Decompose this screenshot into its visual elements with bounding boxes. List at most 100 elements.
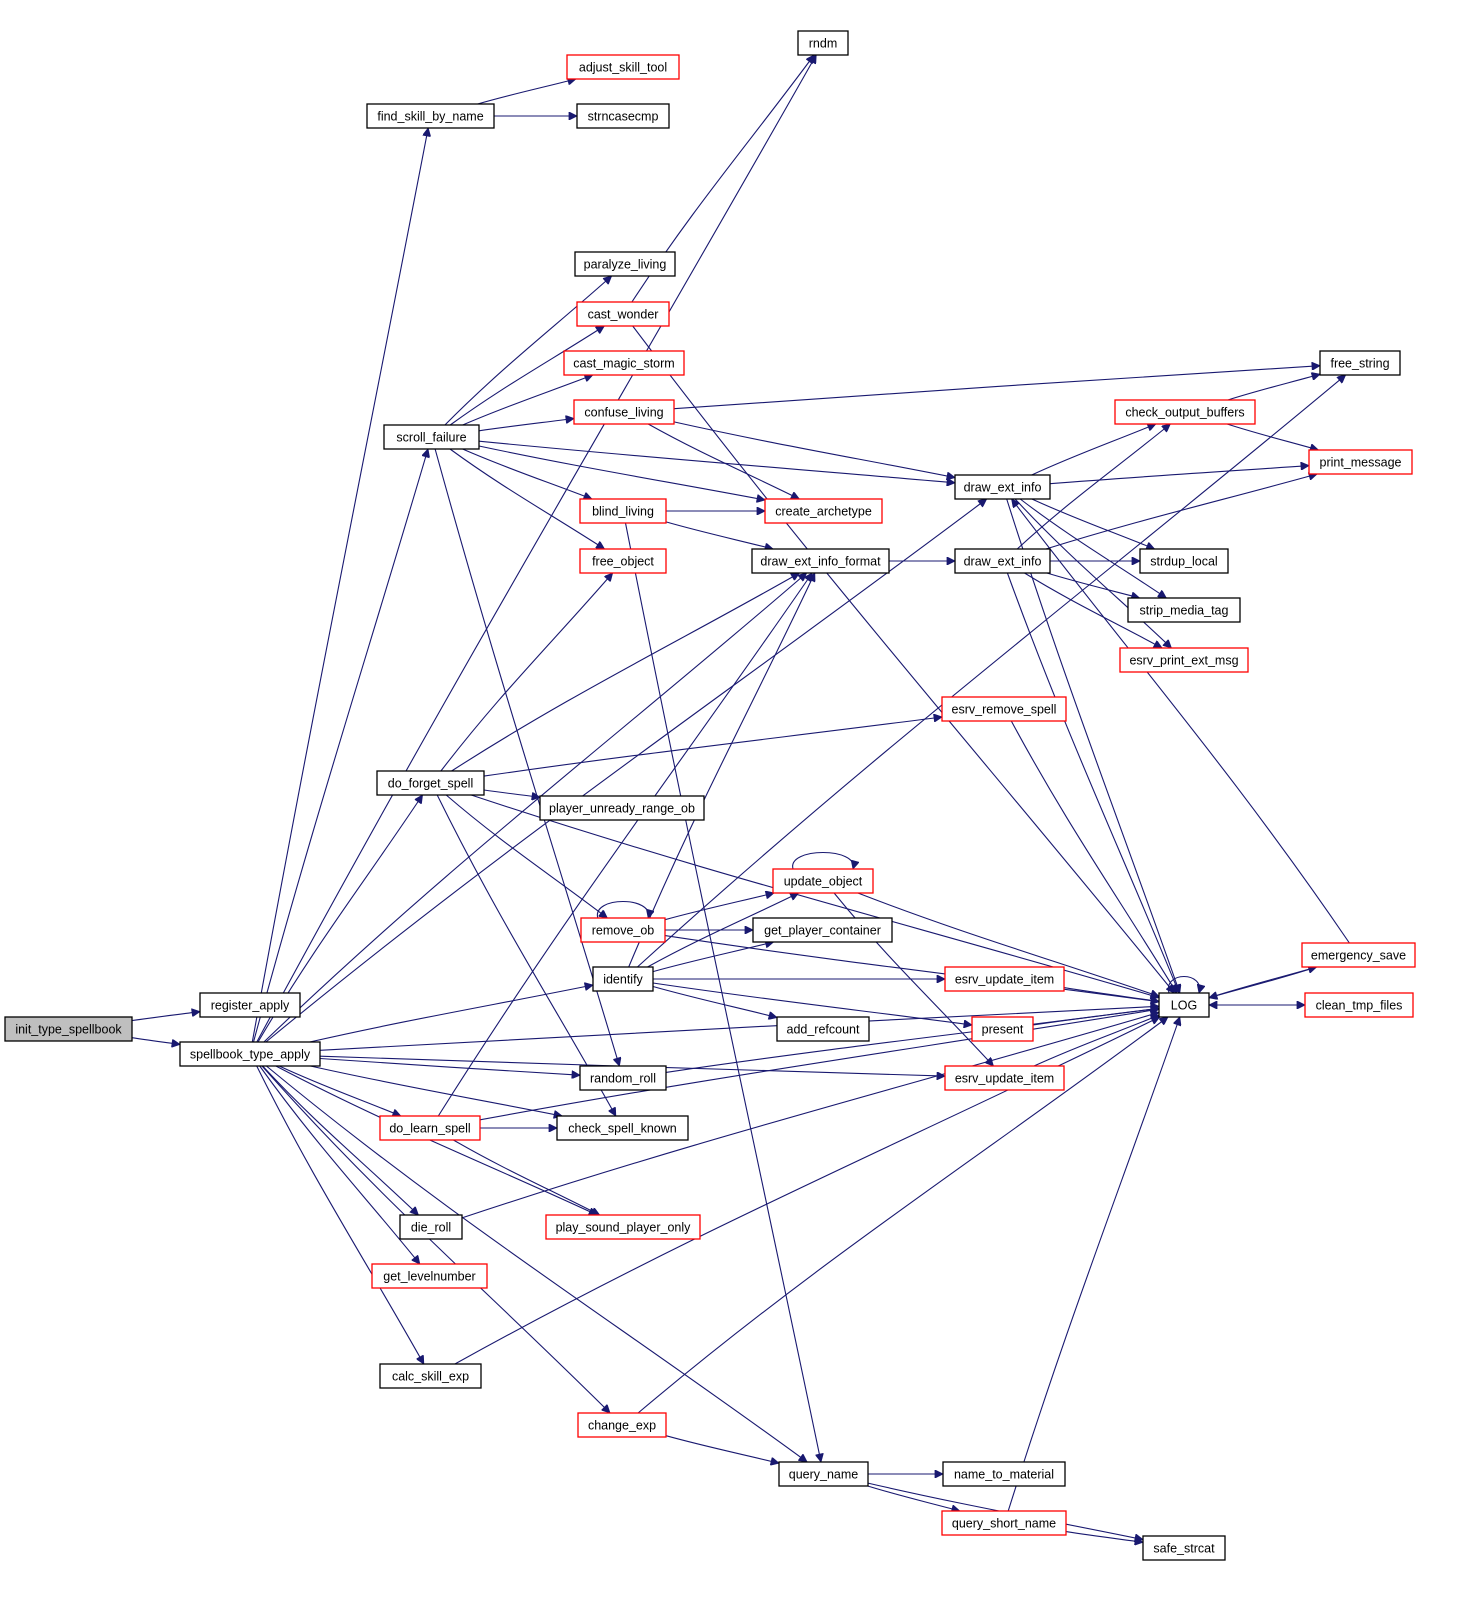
node-label: LOG	[1171, 999, 1197, 1013]
node-box	[954, 548, 1051, 574]
node-box	[941, 696, 1067, 722]
node-add-refcount[interactable]: add_refcount	[776, 1016, 870, 1042]
node-label: confuse_living	[584, 406, 663, 420]
node-do-learn-spell[interactable]: do_learn_spell	[379, 1115, 481, 1141]
node-calc-skill-exp[interactable]: calc_skill_exp	[379, 1363, 482, 1389]
edge-identify-to-get-player-container	[652, 942, 774, 973]
edge-do-forget-spell-to-remove-ob	[445, 794, 607, 918]
node-do-forget-spell[interactable]: do_forget_spell	[376, 770, 485, 796]
edge-scroll-failure-to-blind-living	[462, 448, 592, 499]
node-label: esrv_remove_spell	[952, 703, 1057, 717]
edge-esrv-update-item-a-to-LOG	[1063, 987, 1159, 1002]
node-box	[941, 1510, 1067, 1536]
node-spellbook-type-apply[interactable]: spellbook_type_apply	[179, 1041, 321, 1067]
node-esrv-update-item-a[interactable]: esrv_update_item	[944, 966, 1065, 992]
edge-spellbook-type-apply-to-scroll-failure	[252, 449, 429, 1043]
node-label: strdup_local	[1150, 555, 1217, 569]
node-esrv-print-ext-msg[interactable]: esrv_print_ext_msg	[1119, 647, 1249, 673]
node-label: remove_ob	[592, 924, 655, 938]
node-esrv-update-item-b[interactable]: esrv_update_item	[944, 1065, 1065, 1091]
node-adjust-skill-tool[interactable]: adjust_skill_tool	[566, 54, 680, 80]
node-free-object[interactable]: free_object	[579, 548, 667, 574]
edge-draw-ext-info-a-to-esrv-print-ext-msg	[1014, 498, 1171, 648]
edge-query-name-to-query-short-name	[867, 1485, 960, 1511]
node-get-levelnumber[interactable]: get_levelnumber	[371, 1263, 488, 1289]
node-label: draw_ext_info	[964, 555, 1042, 569]
node-print-message[interactable]: print_message	[1308, 449, 1413, 475]
edge-change-exp-to-LOG	[637, 1017, 1168, 1414]
node-draw-ext-info-format[interactable]: draw_ext_info_format	[751, 548, 890, 574]
node-label: init_type_spellbook	[15, 1023, 122, 1037]
node-scroll-failure[interactable]: scroll_failure	[383, 424, 480, 450]
node-label: emergency_save	[1311, 949, 1406, 963]
node-play-sound-player-only[interactable]: play_sound_player_only	[545, 1214, 701, 1240]
node-box	[954, 474, 1051, 500]
node-player-unready-range-ob[interactable]: player_unready_range_ob	[539, 795, 705, 821]
node-get-player-container[interactable]: get_player_container	[752, 917, 893, 943]
node-free-string[interactable]: free_string	[1319, 350, 1401, 376]
node-box	[579, 498, 667, 524]
edge-change-exp-to-query-name	[665, 1435, 779, 1464]
node-label: query_short_name	[952, 1517, 1056, 1531]
node-box	[778, 1461, 869, 1487]
edge-update-object-to-LOG	[857, 892, 1159, 996]
node-box	[772, 868, 874, 894]
node-box	[383, 424, 480, 450]
edge-identify-to-draw-ext-info-format	[628, 573, 815, 968]
node-create-archetype[interactable]: create_archetype	[764, 498, 883, 524]
node-rndm[interactable]: rndm	[797, 30, 849, 56]
edge-emergency-save-to-draw-ext-info-a	[1012, 499, 1350, 944]
edge-query-short-name-to-LOG	[1007, 1017, 1180, 1512]
node-present[interactable]: present	[971, 1016, 1034, 1042]
edge-remove-ob-to-remove-ob	[597, 901, 648, 919]
node-emergency-save[interactable]: emergency_save	[1301, 942, 1416, 968]
node-die-roll[interactable]: die_roll	[399, 1214, 463, 1240]
node-check-output-buffers[interactable]: check_output_buffers	[1114, 399, 1256, 425]
node-box	[539, 795, 705, 821]
node-cast-magic-storm[interactable]: cast_magic_storm	[563, 350, 685, 376]
node-identify[interactable]: identify	[592, 966, 654, 992]
node-box	[366, 103, 495, 129]
node-LOG[interactable]: LOG	[1158, 992, 1210, 1018]
node-box	[1319, 350, 1401, 376]
node-register-apply[interactable]: register_apply	[199, 992, 301, 1018]
node-label: play_sound_player_only	[556, 1221, 692, 1235]
node-draw-ext-info-a[interactable]: draw_ext_info	[954, 474, 1051, 500]
node-label: identify	[603, 973, 643, 987]
node-box	[566, 54, 680, 80]
node-remove-ob[interactable]: remove_ob	[580, 917, 666, 943]
node-cast-wonder[interactable]: cast_wonder	[576, 301, 670, 327]
node-label: print_message	[1320, 456, 1402, 470]
node-draw-ext-info-b[interactable]: draw_ext_info	[954, 548, 1051, 574]
node-clean-tmp-files[interactable]: clean_tmp_files	[1304, 992, 1414, 1018]
node-name-to-material[interactable]: name_to_material	[942, 1461, 1066, 1487]
node-label: draw_ext_info	[964, 481, 1042, 495]
node-query-short-name[interactable]: query_short_name	[941, 1510, 1067, 1536]
node-strip-media-tag[interactable]: strip_media_tag	[1127, 597, 1241, 623]
node-change-exp[interactable]: change_exp	[577, 1412, 667, 1438]
node-label: check_output_buffers	[1125, 406, 1244, 420]
edge-identify-to-present	[652, 982, 972, 1025]
node-box	[1304, 992, 1414, 1018]
node-init-type-spellbook[interactable]: init_type_spellbook	[4, 1016, 133, 1042]
node-label: update_object	[784, 875, 863, 889]
node-box	[1142, 1535, 1226, 1561]
node-random-roll[interactable]: random_roll	[579, 1065, 667, 1091]
node-esrv-remove-spell[interactable]: esrv_remove_spell	[941, 696, 1067, 722]
node-label: esrv_update_item	[955, 973, 1054, 987]
edge-spellbook-type-apply-to-rndm	[256, 55, 817, 1043]
node-blind-living[interactable]: blind_living	[579, 498, 667, 524]
node-safe-strcat[interactable]: safe_strcat	[1142, 1535, 1226, 1561]
edge-update-object-to-update-object	[792, 852, 854, 870]
node-label: create_archetype	[775, 505, 872, 519]
node-strdup-local[interactable]: strdup_local	[1139, 548, 1229, 574]
node-update-object[interactable]: update_object	[772, 868, 874, 894]
node-confuse-living[interactable]: confuse_living	[573, 399, 675, 425]
node-box	[1119, 647, 1249, 673]
node-strncasecmp[interactable]: strncasecmp	[576, 103, 670, 129]
node-query-name[interactable]: query_name	[778, 1461, 869, 1487]
node-check-spell-known[interactable]: check_spell_known	[556, 1115, 689, 1141]
node-find-skill-by-name[interactable]: find_skill_by_name	[366, 103, 495, 129]
edge-do-forget-spell-to-draw-ext-info-format	[451, 572, 800, 772]
node-paralyze-living[interactable]: paralyze_living	[574, 251, 676, 277]
